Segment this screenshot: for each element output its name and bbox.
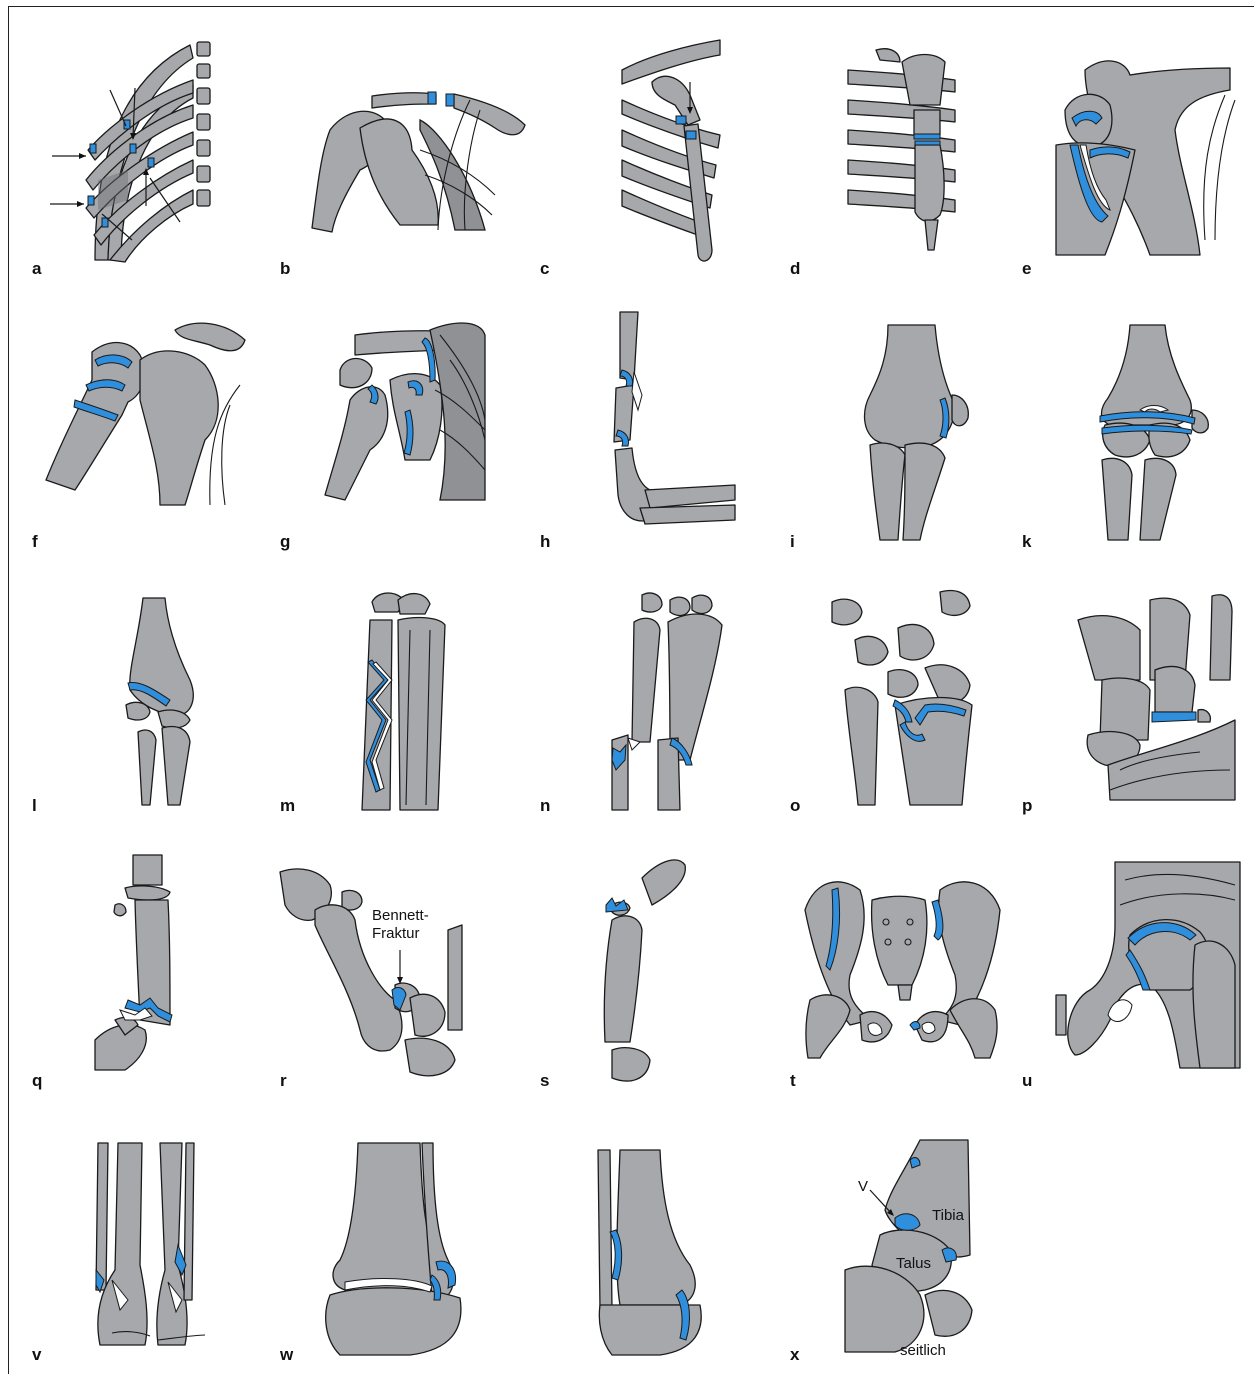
panel-letter-p: p <box>1022 796 1032 815</box>
panel-p-wrist <box>1078 595 1235 800</box>
panel-q-finger <box>95 855 172 1070</box>
panel-letter-u: u <box>1022 1071 1032 1090</box>
panel-letter-e: e <box>1022 259 1031 278</box>
panel-o-wrist <box>832 591 972 805</box>
panel-d-sternum <box>848 49 955 250</box>
x-label-tibia: Tibia <box>932 1207 965 1224</box>
panel-ankle-variant <box>598 1150 701 1355</box>
panel-f-humerus <box>46 323 245 505</box>
panel-letter-k: k <box>1022 532 1032 551</box>
panel-letter-o: o <box>790 796 800 815</box>
panel-u-hip <box>1056 862 1240 1068</box>
panel-letter-l: l <box>32 796 37 815</box>
panel-m-forearm <box>362 593 445 810</box>
x-label-seitlich: seitlich <box>900 1342 946 1359</box>
x-label-talus: Talus <box>896 1255 931 1272</box>
panel-letter-i: i <box>790 532 795 551</box>
panel-w-ankle <box>326 1143 461 1355</box>
panel-letter-n: n <box>540 796 550 815</box>
panel-g-shoulder <box>325 323 485 500</box>
panel-letter-s: s <box>540 1071 549 1090</box>
panel-x-ankle-lateral: V Tibia Talus seitlich <box>845 1140 972 1359</box>
panel-c-ribs-sternum <box>622 40 720 261</box>
panel-i-elbow <box>865 325 969 540</box>
panel-letter-m: m <box>280 796 295 815</box>
panel-v-lower-leg <box>96 1143 205 1345</box>
panel-letter-g: g <box>280 532 290 551</box>
panel-e-scapula <box>1056 61 1235 255</box>
x-label-v: V <box>858 1178 868 1195</box>
panel-r-thumb: Bennett- Fraktur <box>280 869 462 1076</box>
panel-letter-r: r <box>280 1071 287 1090</box>
panel-letter-h: h <box>540 532 550 551</box>
panel-letter-c: c <box>540 259 549 278</box>
bennett-label-line1: Bennett- <box>372 907 429 924</box>
bennett-label-line2: Fraktur <box>372 925 420 942</box>
panel-letter-q: q <box>32 1071 42 1090</box>
panel-letter-v: v <box>32 1345 42 1364</box>
panel-letter-d: d <box>790 259 800 278</box>
panel-l-elbow <box>126 598 193 805</box>
panel-s-finger <box>604 860 685 1081</box>
panel-letter-w: w <box>279 1345 294 1364</box>
panel-a-ribs <box>50 42 210 262</box>
panel-n-forearm <box>612 593 722 810</box>
panel-letter-a: a <box>32 259 42 278</box>
panel-h-humeral-shaft <box>614 312 735 524</box>
panel-letter-x: x <box>790 1345 800 1364</box>
panel-letter-f: f <box>32 532 38 551</box>
panel-t-pelvis <box>805 882 1000 1058</box>
panel-k-elbow <box>1100 325 1208 540</box>
panel-b-shoulder-clavicle <box>312 92 525 232</box>
panel-letter-b: b <box>280 259 290 278</box>
panel-letter-t: t <box>790 1071 796 1090</box>
